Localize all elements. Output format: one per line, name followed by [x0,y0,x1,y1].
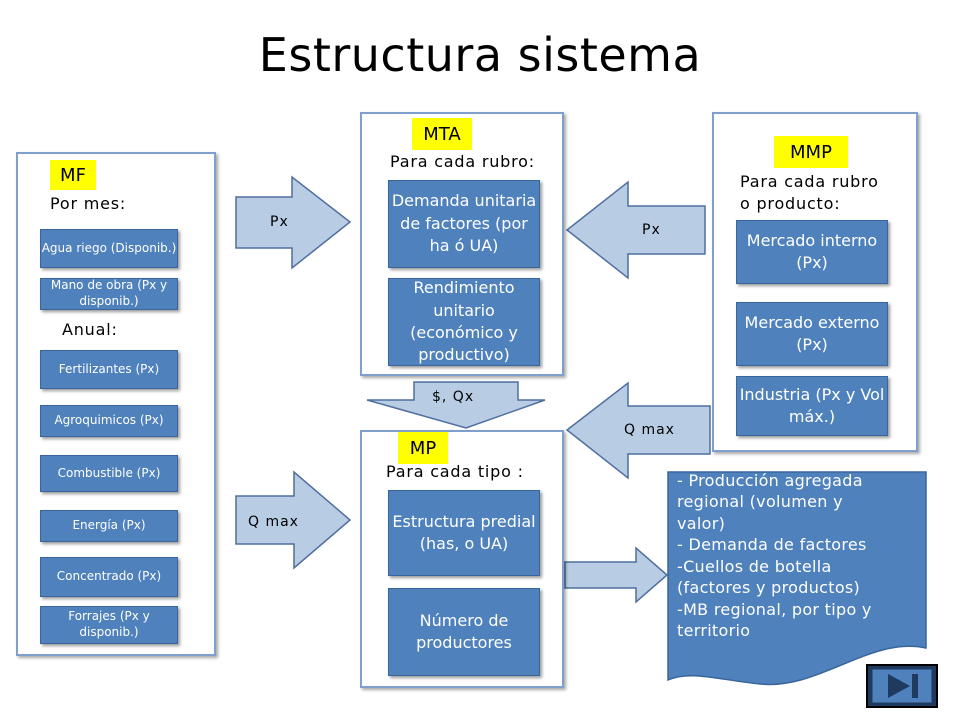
mp-box-numero-productores: Número de productores [388,588,540,676]
mf-box-fertilizantes: Fertilizantes (Px) [40,350,178,389]
mf-box-mano-de-obra: Mano de obra (Px y disponib.) [40,278,178,310]
mmp-tag: MMP [774,136,848,168]
end-nav-button[interactable] [866,664,938,708]
arrow-label-mmp-mta: Px [642,222,661,238]
output-line: valor) [677,513,726,533]
output-document-shape [667,471,927,686]
mta-tag: MTA [412,118,472,150]
mf-box-agroquimicos: Agroquimicos (Px) [40,405,178,437]
mmp-header-line2: o producto: [740,194,841,213]
arrow-mmp-to-mp [565,381,711,480]
arrow-mp-to-output [564,546,669,604]
mp-tag: MP [398,432,448,464]
arrow-label-mmp-mp: Q max [624,422,675,438]
mf-box-combustible: Combustible (Px) [40,455,178,492]
output-line: - Producción agregada [677,471,863,490]
mmp-box-industria: Industria (Px y Vol máx.) [736,376,888,436]
output-line: territorio [677,621,751,641]
arrow-mf-to-mta [235,175,352,270]
mp-box-estructura-predial: Estructura predial (has, o UA) [388,490,540,576]
page-title: Estructura sistema [258,28,702,82]
mta-box-rendimiento-unitario: Rendimiento unitario (económico y produc… [388,278,540,366]
arrow-label-mta-mp: $, Qx [432,389,475,405]
mf-box-concentrado: Concentrado (Px) [40,557,178,597]
mmp-box-mercado-externo: Mercado externo (Px) [736,302,888,366]
mp-header: Para cada tipo : [386,462,524,481]
mta-header: Para cada rubro: [390,152,535,171]
arrow-mf-to-mp [235,470,352,570]
output-line: -MB regional, por tipo y [677,599,872,619]
arrow-mta-to-mp [366,381,546,429]
mf-por-mes-label: Por mes: [50,194,127,213]
output-line: regional (volumen y [677,492,843,512]
mf-box-agua-riego: Agua riego (Disponib.) [40,229,178,268]
output-list: - Producción agregada regional (volumen … [677,470,927,642]
arrow-label-mf-mta: Px [270,214,289,230]
mf-box-forrajes: Forrajes (Px y disponib.) [40,606,178,644]
mf-box-energia: Energía (Px) [40,510,178,542]
mf-anual-label: Anual: [62,320,118,339]
mta-box-demanda-unitaria: Demanda unitaria de factores (por ha ó U… [388,180,540,268]
mmp-box-mercado-interno: Mercado interno (Px) [736,220,888,284]
arrow-label-mf-mp: Q max [248,514,299,530]
mmp-header-line1: Para cada rubro [740,172,879,191]
mf-tag: MF [50,160,96,190]
output-line: (factores y productos) [677,578,861,598]
output-line: -Cuellos de botella [677,556,832,576]
end-icon [866,664,938,708]
arrow-mmp-to-mta [565,180,706,280]
output-line: - Demanda de factores [677,535,867,555]
